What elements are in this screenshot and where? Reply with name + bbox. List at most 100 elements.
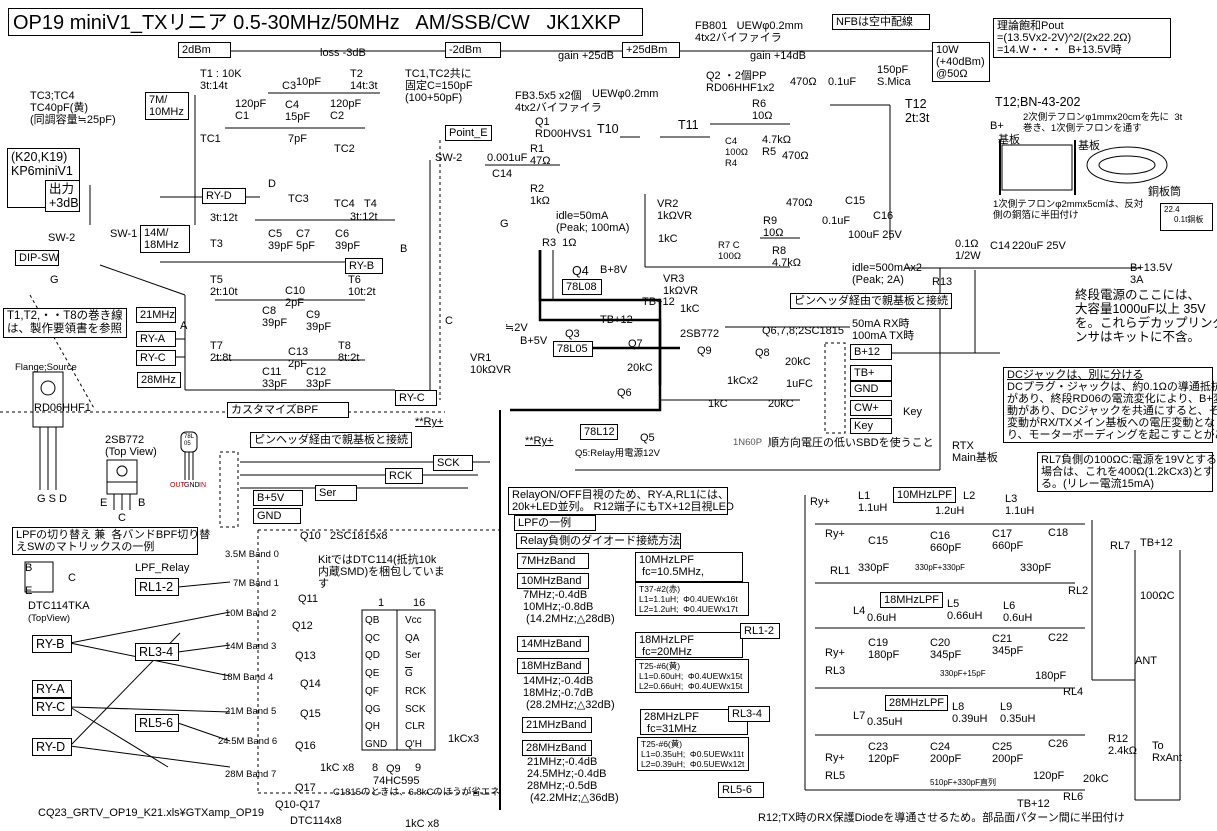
c26-value: 120pF	[1033, 770, 1065, 782]
relay-diode-title: Relay負側のダイオード接続方法	[516, 533, 681, 549]
rd06-pins: G S D	[37, 493, 67, 505]
r5-value: 470Ω	[782, 150, 809, 162]
c19-label: C19 180pF	[868, 637, 900, 661]
chip-name: 74HC595	[373, 775, 420, 787]
vr1-label: VR1 10kΩVR	[470, 352, 512, 376]
sbd-note: 順方向電圧の低いSBDを使うこと	[768, 437, 934, 449]
band-21mhz: 21MHz	[136, 307, 176, 323]
r13-value: 0.1Ω 1/2W	[955, 238, 981, 262]
c-label: C	[445, 315, 453, 327]
r1-label: R1 47Ω	[530, 143, 551, 167]
q6-label: Q6	[617, 387, 632, 399]
78l08-regulator: 78L08	[562, 279, 602, 295]
q11-label: Q11	[298, 593, 318, 605]
rl7-label: RL7	[1110, 540, 1131, 552]
lpf-28mhz-core: T25-#6(黄) L1=0.35uH; Φ0.5UEWx11t L2=0.39…	[637, 737, 749, 771]
pin-rck: RCK	[385, 468, 423, 484]
t12-label: T12 2t:3t	[905, 97, 930, 125]
nfb-note: NFBは空中配線	[832, 14, 930, 30]
t4-label: T4	[364, 198, 377, 210]
t3-ratio: 3t:12t	[210, 212, 238, 224]
c22-label: C22	[1048, 632, 1069, 644]
c22-value: 180pF	[1035, 670, 1067, 682]
q13-label: Q13	[295, 650, 316, 662]
ry-a-bpf: RY-A	[136, 331, 176, 347]
q2-label: Q2 ・2個PP RD06HHF1x2	[706, 70, 775, 94]
pin-out: OUT	[170, 482, 185, 489]
c10-label: C10 2pF	[285, 285, 306, 309]
c4-label: C4 15pF	[285, 99, 311, 123]
t1-label: T1 : 10K 3t:14t	[200, 68, 242, 92]
r-20kc-2: 20kC	[627, 362, 653, 374]
c6-label: C6 39pF	[335, 228, 361, 252]
l9-label: L9 0.35uH	[1000, 701, 1036, 725]
vr2-label: VR2 1kΩVR	[657, 198, 693, 222]
c26-label: C26	[1048, 738, 1069, 750]
g-label-2: G	[500, 218, 509, 230]
kit-note: KitではDTC114(抵抗10k 内蔵SMD)を梱包していま す	[318, 554, 445, 590]
lpf-10mhz-core: T37-#2(赤) L1=1.1uH; Φ0.4UEWx16t L2=1.2uH…	[635, 582, 749, 616]
pin-qg: QG	[365, 703, 381, 715]
tb12-lpf: TB+12	[1017, 798, 1050, 810]
final-idle: idle=500mAx2 (Peak; 2A)	[852, 262, 923, 286]
c16-value: 100uF 25V	[848, 229, 902, 241]
t12-note1: 2次側テフロンφ1mmx20cmを先に 3t 巻き、1次側テフロンを通す	[1023, 112, 1183, 134]
band-box-7mhz: 7MHzBand	[517, 553, 589, 569]
q17-label: Q17	[295, 782, 316, 794]
band-box-21mhz: 21MHzBand	[522, 717, 592, 733]
t7-label: T7 2t:8t	[210, 340, 232, 364]
lpf-10mhz-spec: 10MHzLPF fc=10.5MHz,	[635, 552, 743, 582]
tc-note: TC1,TC2共に 固定C=150pF (100+50pF)	[405, 68, 473, 104]
sw1-label: SW-1	[110, 228, 138, 240]
lpf-18mhz-loss: 14MHz;-0.4dB 18MHz;-0.7dB (28.2MHz;△32dB…	[523, 675, 615, 711]
dc-jack-body: DCプラグ・ジャックは、約0.1Ωの導通抵抗 があり、終段RD06の電流変化によ…	[1007, 381, 1217, 441]
band-box-14mhz: 14MHzBand	[517, 636, 589, 652]
tb12-label-2: TB+12	[642, 296, 675, 308]
q9-label: Q9	[697, 345, 712, 357]
pin-c: C	[118, 512, 126, 524]
pin-qh-prime: Q'H	[405, 738, 422, 750]
c3-label: C3	[282, 80, 297, 92]
dip-switch[interactable]: DIP-SW	[15, 250, 59, 266]
l3-label: L3 1.1uH	[1005, 493, 1035, 517]
q7-label: Q7	[628, 338, 643, 350]
pinheader-note-left: ピンヘッダ経由で親基板と接続	[250, 432, 412, 448]
ry-plus-label-2: **Ry+	[525, 435, 554, 447]
l6-label: L6 0.6uH	[1003, 600, 1033, 624]
rtx-main-board: RTX Main基板	[952, 440, 998, 464]
kp6-box: (K20,K19) KP6miniV1	[7, 148, 80, 208]
r4-label: C4 100Ω R4	[725, 136, 748, 169]
pin-qc: QC	[365, 632, 380, 644]
r12-label: R12 2.4kΩ	[1108, 733, 1138, 757]
c-1ufc: 1uFC	[786, 378, 813, 390]
c24-label: C24 200pF	[930, 741, 962, 765]
c13-label: C13 2pF	[288, 346, 309, 370]
pin-qa: QA	[405, 632, 420, 644]
pin-tbplus: TB+	[850, 365, 892, 381]
relay-box-rl5-6: RL5-6	[718, 782, 764, 798]
pin-e: E	[100, 497, 108, 509]
q4-label: Q4	[572, 264, 589, 278]
q678-label: Q6,7,8;2SC1815	[762, 325, 844, 337]
q3-label: Q3	[565, 328, 580, 340]
tc3-label: TC3	[288, 193, 309, 205]
ry-b-bpf: RY-B	[345, 258, 383, 274]
q5-note: Q5:Relay用電源12V	[575, 448, 661, 459]
band-2: 10M Band 2	[225, 608, 277, 619]
pin-rck-chip: RCK	[405, 685, 427, 697]
78l05-regulator: 78L05	[553, 341, 593, 357]
r12-note: R12;TX時のRX保護Diodeを導通させるため。部品面パターン間に半田付け	[758, 812, 1125, 824]
r5-label: 4.7kΩ R5	[762, 134, 792, 158]
t12-dim1: 22.4	[1164, 205, 1180, 214]
r-nfb-2: 470Ω	[786, 197, 813, 209]
tc1-label: TC1	[200, 133, 221, 145]
lpf-18mhz-spec: 18MHzLPF fc=20MHz	[635, 632, 743, 658]
c-7pf-label: 7pF	[288, 133, 307, 145]
c14-final: C14	[990, 240, 1011, 252]
l7-label: L7	[853, 710, 866, 722]
pin-qh: QH	[365, 721, 380, 733]
c15-label: C15	[868, 535, 889, 547]
band-0: 3.5M Band 0	[225, 549, 279, 560]
flange-source-label: Flange;Source	[15, 362, 77, 373]
c12-label: C12 33pF	[306, 366, 332, 390]
